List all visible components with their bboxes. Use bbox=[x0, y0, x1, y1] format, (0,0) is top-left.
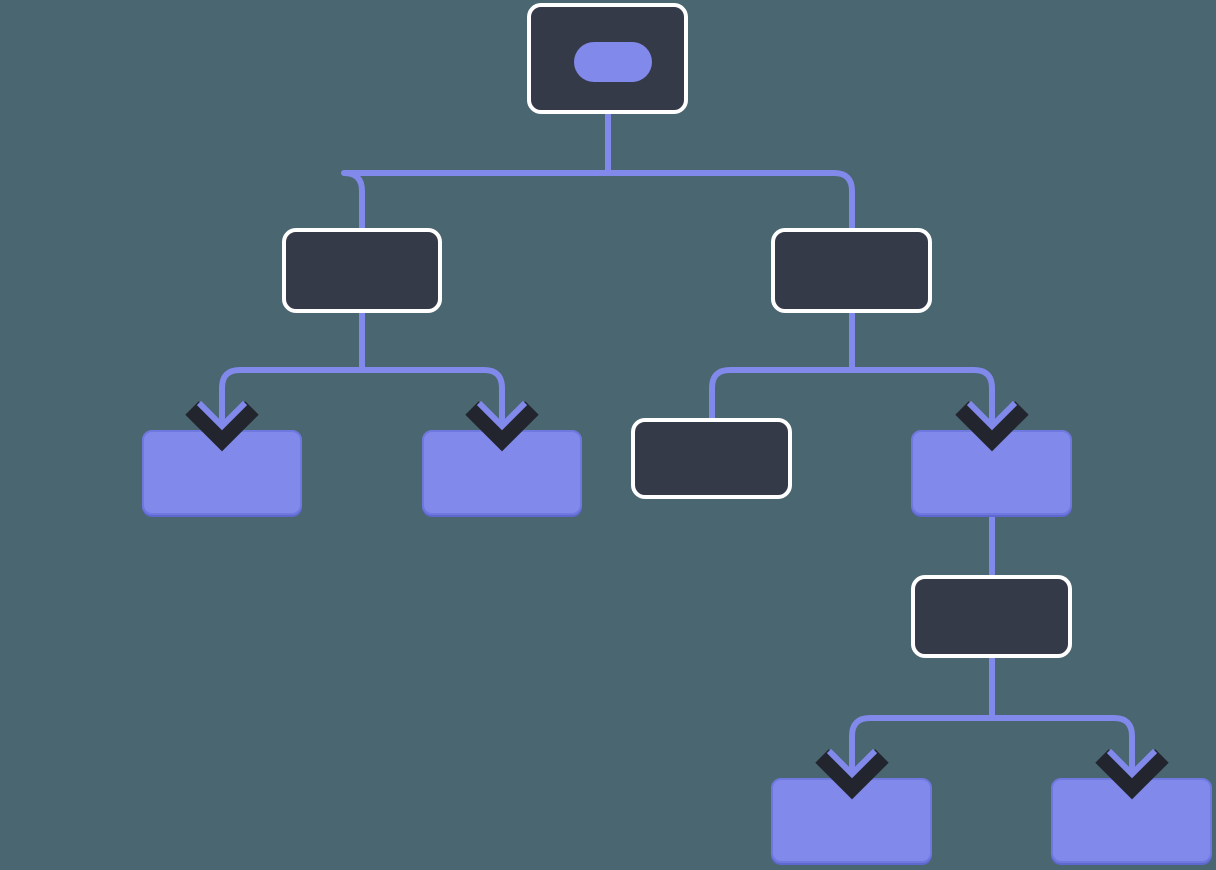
edge-e-l1left-l2b bbox=[362, 367, 505, 432]
edge-e-l3a-l4b bbox=[992, 715, 1135, 780]
edge-e-l1left-l2a bbox=[219, 340, 365, 432]
edge-e-l1right-l2d bbox=[852, 367, 995, 432]
node-l1-right[interactable] bbox=[771, 228, 932, 313]
node-l2-b[interactable] bbox=[422, 430, 582, 515]
node-l4-a[interactable] bbox=[771, 778, 932, 863]
edge-e-l3a-l4a bbox=[849, 688, 995, 780]
node-l3-a[interactable] bbox=[911, 575, 1072, 658]
node-l4-b[interactable] bbox=[1051, 778, 1212, 863]
node-root[interactable] bbox=[527, 3, 688, 114]
edge-e-root-l1left bbox=[341, 170, 608, 340]
node-l1-left[interactable] bbox=[282, 228, 442, 313]
node-l2-d[interactable] bbox=[911, 430, 1072, 515]
edge-e-root-l1right bbox=[608, 170, 855, 340]
node-inner-pill bbox=[574, 42, 652, 82]
edge-e-l1right-l2c bbox=[709, 340, 855, 420]
node-l2-c[interactable] bbox=[631, 418, 792, 499]
node-l2-a[interactable] bbox=[142, 430, 302, 515]
